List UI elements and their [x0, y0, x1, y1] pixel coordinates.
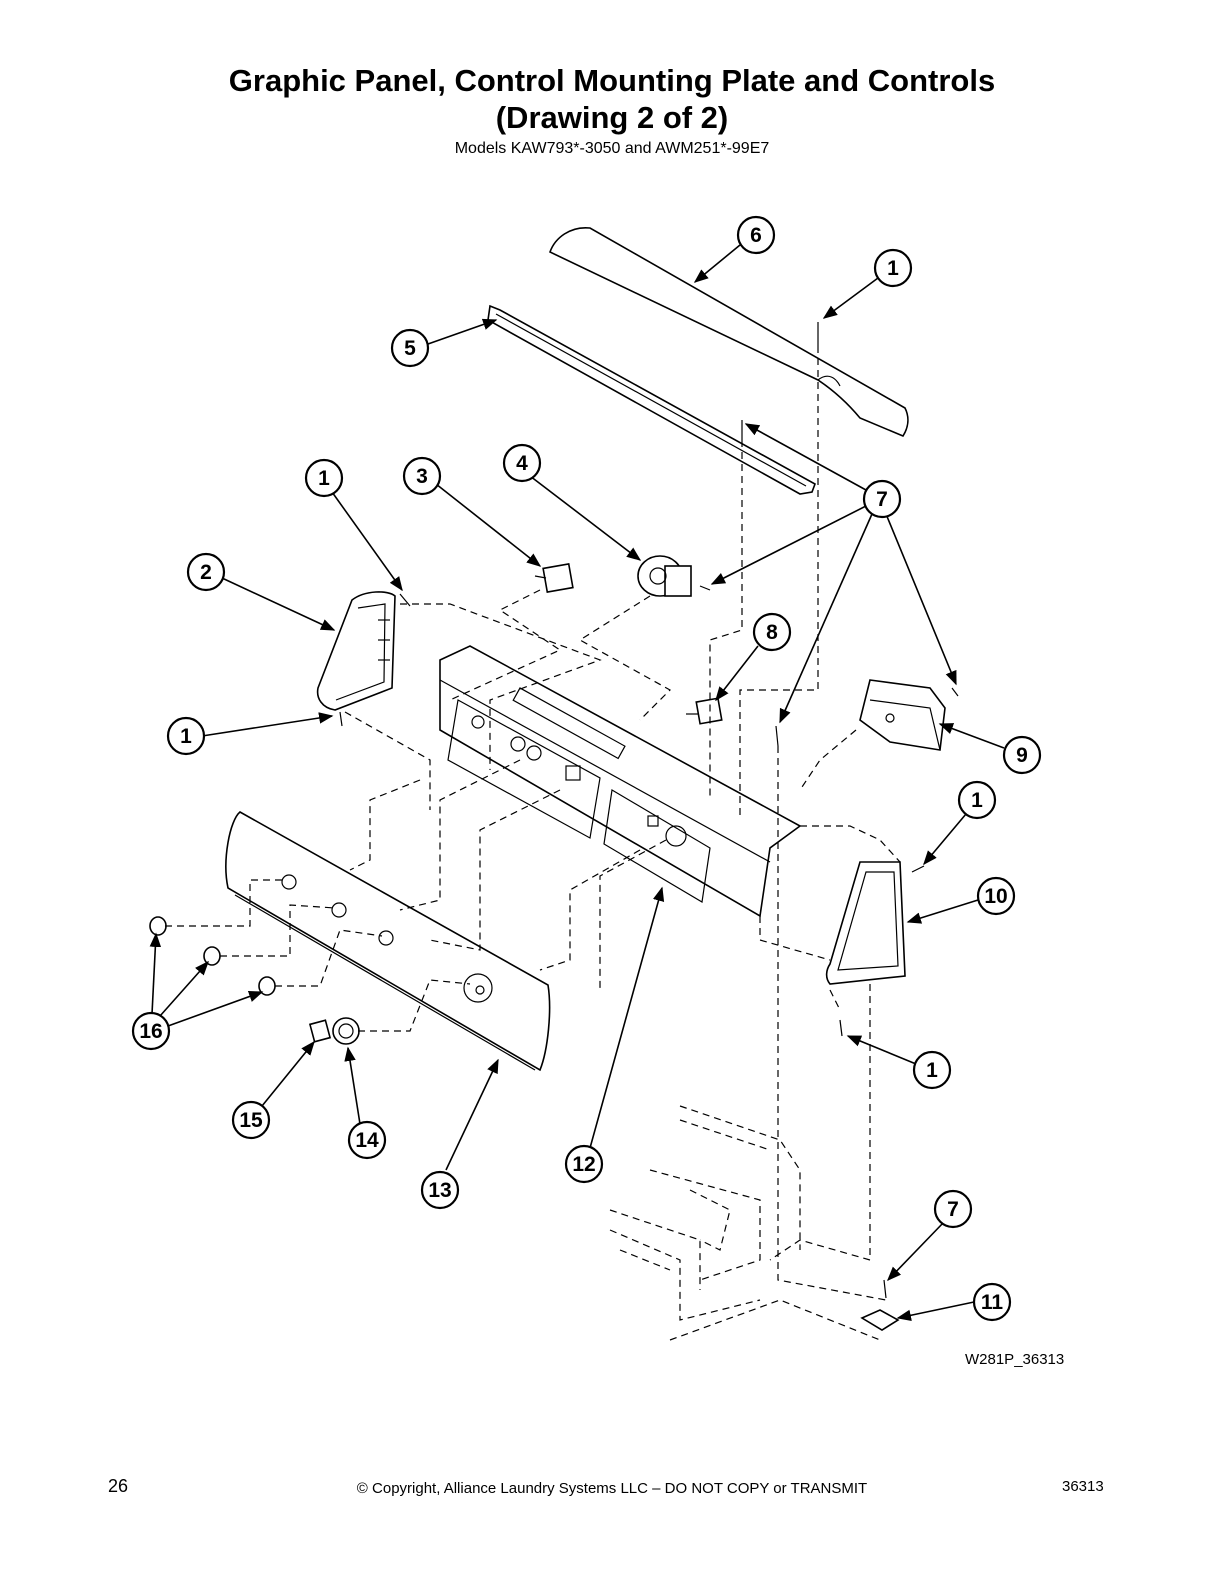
callout-number: 8 — [766, 621, 778, 644]
callout-10: 10 — [976, 876, 1016, 916]
callout-1: 1 — [912, 1050, 952, 1090]
callout-number: 1 — [926, 1059, 938, 1082]
rotary-switch — [534, 562, 574, 594]
callout-15: 15 — [231, 1100, 271, 1140]
callout-13: 13 — [420, 1170, 460, 1210]
callout-number: 7 — [947, 1198, 959, 1221]
page-title: Graphic Panel, Control Mounting Plate an… — [228, 63, 996, 98]
callout-3: 3 — [402, 456, 442, 496]
timer — [859, 679, 946, 751]
callout-7: 7 — [933, 1189, 973, 1229]
drawing-number-title: (Drawing 2 of 2) — [495, 100, 729, 135]
callout-number: 5 — [404, 337, 416, 360]
callout-number: 10 — [984, 885, 1007, 908]
push-buttons — [149, 916, 276, 996]
left-end-cap — [316, 591, 396, 711]
callout-6: 6 — [736, 215, 776, 255]
callout-number: 13 — [428, 1179, 451, 1202]
callout-14: 14 — [347, 1120, 387, 1160]
callout-number: 1 — [887, 257, 899, 280]
callout-number: 6 — [750, 224, 762, 247]
callout-number: 15 — [239, 1109, 263, 1132]
selector-switch — [686, 697, 723, 725]
callout-number: 1 — [971, 789, 983, 812]
assembly-lines — [165, 346, 901, 1341]
knob-and-skirt — [308, 1017, 360, 1045]
callout-number: 11 — [981, 1291, 1004, 1314]
callout-1: 1 — [873, 248, 913, 288]
callout-12: 12 — [564, 1144, 604, 1184]
callout-1: 1 — [304, 458, 344, 498]
pressure-switch — [637, 555, 692, 597]
callout-1: 1 — [166, 716, 206, 756]
models-subtitle: Models KAW793*-3050 and AWM251*-99E7 — [454, 140, 770, 157]
callout-2: 2 — [186, 552, 226, 592]
leader-arrows — [149, 244, 1005, 1321]
callout-number: 2 — [200, 561, 212, 584]
screws — [339, 322, 959, 1299]
bracket — [860, 1309, 900, 1331]
callout-number: 7 — [876, 488, 888, 511]
control-mounting-plate — [439, 645, 802, 918]
callout-7: 7 — [862, 479, 902, 519]
callout-number: 14 — [355, 1129, 379, 1152]
callout-number: 4 — [516, 452, 528, 475]
callout-number: 1 — [180, 725, 192, 748]
callout-number: 1 — [318, 467, 330, 490]
callout-4: 4 — [502, 443, 542, 483]
console-top-cover — [549, 227, 909, 438]
callout-11: 11 — [972, 1282, 1012, 1322]
right-end-cap — [825, 861, 906, 985]
callout-8: 8 — [752, 612, 792, 652]
callout-number: 16 — [139, 1020, 162, 1043]
graphic-panel — [225, 811, 551, 1072]
callout-number: 9 — [1016, 744, 1028, 767]
copyright-notice: © Copyright, Alliance Laundry Systems LL… — [356, 1480, 868, 1497]
callout-1: 1 — [957, 780, 997, 820]
callout-number: 12 — [572, 1153, 595, 1176]
page-number: 26 — [108, 1476, 129, 1496]
callout-5: 5 — [390, 328, 430, 368]
callout-9: 9 — [1002, 735, 1042, 775]
drawing-code: W281P_36313 — [965, 1351, 1065, 1368]
callout-16: 16 — [131, 1011, 171, 1051]
callout-number: 3 — [416, 465, 428, 488]
document-number: 36313 — [1062, 1478, 1104, 1495]
